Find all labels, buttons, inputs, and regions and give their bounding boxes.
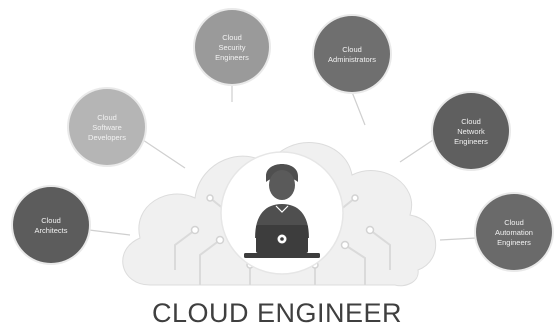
node-label-line: Cloud xyxy=(41,216,61,225)
node-label-line: Engineers xyxy=(215,53,249,62)
node-label-line: Security xyxy=(218,43,245,52)
node-label-line: Developers xyxy=(88,133,126,142)
connector-lines xyxy=(88,84,477,241)
node-circle xyxy=(314,16,390,92)
node-circle xyxy=(476,194,552,270)
connector-cloud-architects xyxy=(88,229,131,236)
node-label-line: Cloud xyxy=(342,45,362,54)
node-label-line: Cloud xyxy=(461,117,481,126)
node-circle xyxy=(69,89,145,165)
node-label-line: Automation xyxy=(495,228,533,237)
node-label-line: Network xyxy=(457,127,485,136)
node-label-line: Software xyxy=(92,123,122,132)
node-label-line: Administrators xyxy=(328,55,376,64)
node-label-line: Architects xyxy=(35,226,68,235)
connector-cloud-automation-engineers xyxy=(439,237,477,241)
node-label-line: Cloud xyxy=(97,113,117,122)
node-circle xyxy=(195,10,269,84)
role-nodes: CloudSecurityEngineersCloudAdministrator… xyxy=(11,8,554,272)
node-circle xyxy=(13,187,89,263)
node-label-line: Engineers xyxy=(497,238,531,247)
node-label-line: Cloud xyxy=(504,218,524,227)
node-circle xyxy=(433,93,509,169)
node-label-line: Engineers xyxy=(454,137,488,146)
connector-cloud-network-engineers xyxy=(399,139,434,163)
diagram-title: CLOUD ENGINEER xyxy=(151,298,403,328)
connector-cloud-software-developers xyxy=(142,139,186,169)
node-label-line: Cloud xyxy=(222,33,242,42)
engineer-at-laptop-icon xyxy=(220,151,344,275)
connector-cloud-administrators xyxy=(351,91,366,126)
